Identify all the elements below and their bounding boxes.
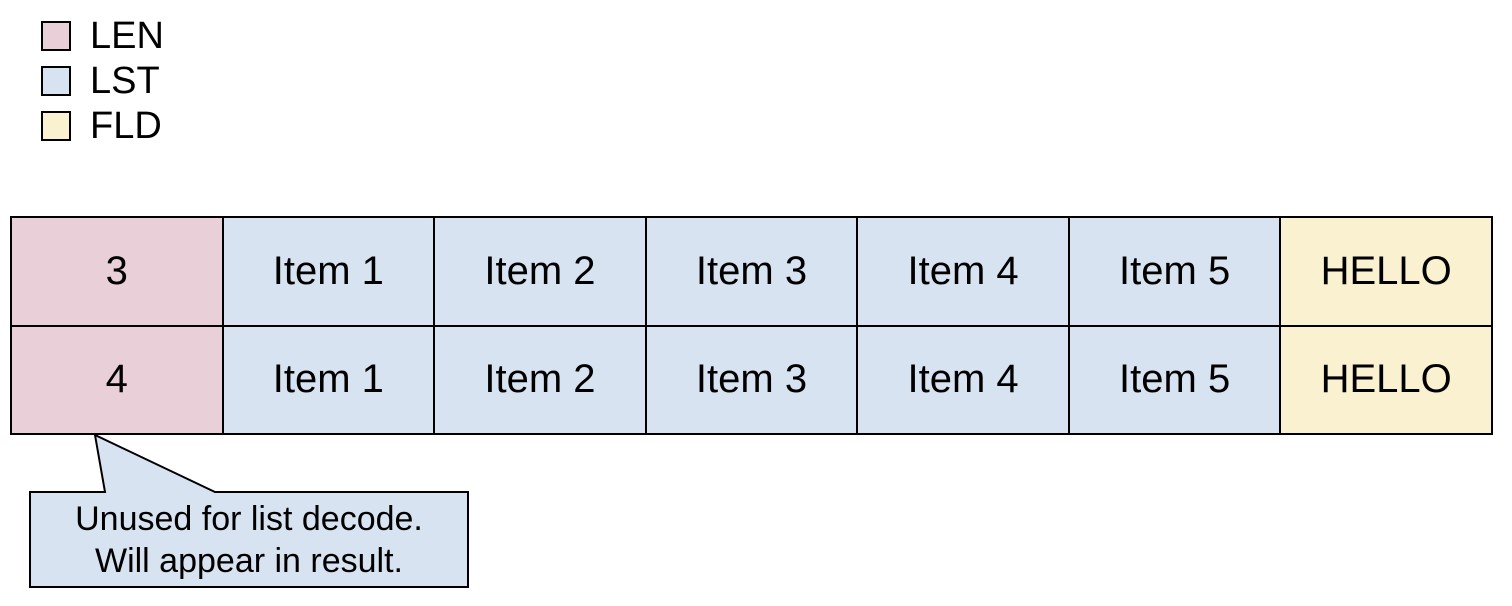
list-item-cell: Item 4 [858, 218, 1068, 325]
list-item-cell: Item 5 [1069, 326, 1280, 433]
field-cell: HELLO [1281, 326, 1491, 433]
list-item-cell: Item 3 [646, 218, 857, 325]
callout-bubble [29, 433, 469, 588]
list-item-cell: Item 2 [435, 218, 645, 325]
lst-swatch-icon [41, 65, 71, 96]
legend-label-len: LEN [90, 14, 164, 57]
callout-tail-shape [29, 433, 469, 588]
list-item-cell: Item 2 [435, 326, 645, 433]
legend-item-lst: LST [41, 58, 164, 103]
list-item-cell: Item 4 [858, 326, 1068, 433]
callout-line-2: Will appear in result. [94, 541, 403, 580]
legend-item-len: LEN [41, 13, 164, 58]
list-item-cell: Item 1 [223, 218, 434, 325]
list-item-cell: Item 1 [223, 326, 434, 433]
buffer-table: 3 Item 1 Item 2 Item 3 Item 4 Item 5 HEL… [10, 216, 1493, 435]
list-item-cell: Item 3 [646, 326, 857, 433]
len-cell: 3 [12, 218, 222, 325]
legend-label-fld: FLD [90, 104, 162, 147]
len-swatch-icon [41, 20, 71, 51]
list-item-cell: Item 5 [1069, 218, 1280, 325]
legend-item-fld: FLD [41, 103, 164, 148]
callout-line-1: Unused for list decode. [75, 499, 423, 538]
field-cell: HELLO [1281, 218, 1491, 325]
legend: LEN LST FLD [41, 13, 164, 148]
legend-label-lst: LST [90, 59, 160, 102]
len-cell: 4 [12, 326, 222, 433]
callout-text: Unused for list decode. Will appear in r… [30, 492, 468, 587]
fld-swatch-icon [41, 110, 71, 141]
